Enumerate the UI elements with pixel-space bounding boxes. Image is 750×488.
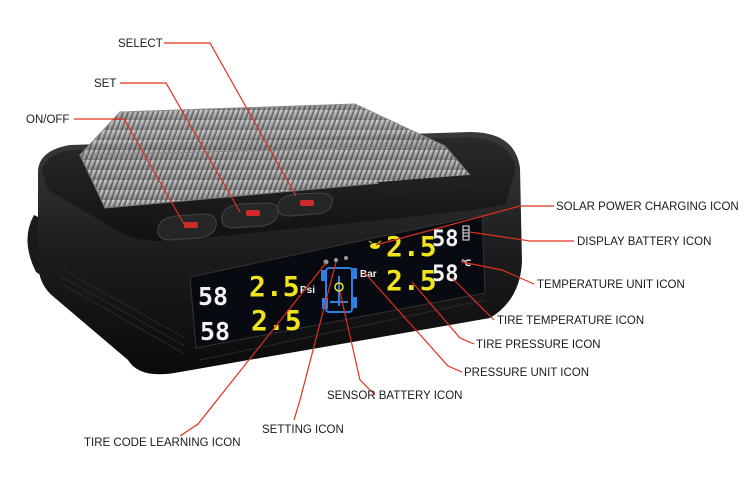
label-tire-code-learning-icon: TIRE CODE LEARNING ICON bbox=[84, 437, 241, 449]
label-temperature-unit-icon: TEMPERATURE UNIT ICON bbox=[537, 279, 685, 291]
lcd-screen bbox=[189, 214, 486, 349]
set-button-led bbox=[246, 210, 260, 216]
left-pressure-top: 2.5 bbox=[249, 270, 300, 303]
right-temp-bottom: 58 bbox=[432, 262, 459, 287]
leader-display-battery bbox=[469, 231, 574, 242]
right-temp-top: 58 bbox=[432, 227, 459, 252]
leader-sensor-battery bbox=[339, 291, 376, 396]
sensor-battery-small-icon bbox=[344, 256, 348, 260]
solar-panel-upper bbox=[78, 103, 446, 156]
setting-icon bbox=[334, 258, 338, 262]
label-tire-pressure-icon: TIRE PRESSURE ICON bbox=[476, 339, 601, 351]
label-solar-power-charging-icon: SOLAR POWER CHARGING ICON bbox=[556, 201, 739, 213]
device-grille bbox=[59, 267, 486, 361]
device-buttons bbox=[157, 175, 478, 241]
on-off-button-led bbox=[184, 222, 198, 228]
lcd-contents: 58 58 2.5 2.5 Psi Bar 2.5 2.5 58 58 ℃ bbox=[198, 225, 471, 346]
leader-on-off bbox=[74, 118, 185, 225]
leader-tire-code-learning bbox=[179, 262, 327, 437]
leader-temperature-unit bbox=[461, 261, 535, 285]
sensor-battery-icon bbox=[334, 282, 344, 292]
leader-lines bbox=[74, 42, 574, 437]
psi-unit-icon: Psi bbox=[300, 285, 315, 296]
label-setting-icon: SETTING ICON bbox=[262, 424, 344, 436]
label-tire-temperature-icon: TIRE TEMPERATURE ICON bbox=[497, 315, 644, 327]
tire-code-learning-icon bbox=[323, 259, 329, 265]
label-select: SELECT bbox=[118, 38, 163, 50]
leader-solar bbox=[375, 205, 554, 246]
right-pressure-bottom: 2.5 bbox=[386, 264, 437, 297]
leader-select bbox=[164, 42, 297, 197]
label-pressure-unit-icon: PRESSURE UNIT ICON bbox=[464, 367, 589, 379]
leader-tire-pressure bbox=[411, 281, 475, 345]
label-sensor-battery-icon: SENSOR BATTERY ICON bbox=[327, 390, 462, 402]
label-on-off: ON/OFF bbox=[26, 114, 69, 126]
leader-set bbox=[120, 82, 241, 213]
callout-labels: SELECT SET ON/OFF SOLAR POWER CHARGING I… bbox=[26, 38, 739, 449]
label-display-battery-icon: DISPLAY BATTERY ICON bbox=[577, 236, 711, 248]
leader-pressure-unit bbox=[363, 271, 463, 373]
left-pressure-bottom: 2.5 bbox=[251, 304, 302, 337]
left-temp-bottom: 58 bbox=[200, 317, 230, 346]
brand-plate bbox=[378, 175, 478, 195]
leader-tire-temperature bbox=[451, 277, 495, 321]
bar-unit-icon: Bar bbox=[360, 269, 377, 280]
label-set: SET bbox=[94, 78, 116, 90]
left-temp-top: 58 bbox=[198, 282, 228, 311]
select-button-led bbox=[300, 200, 314, 206]
display-battery-icon bbox=[462, 225, 470, 241]
leader-setting bbox=[293, 261, 337, 421]
